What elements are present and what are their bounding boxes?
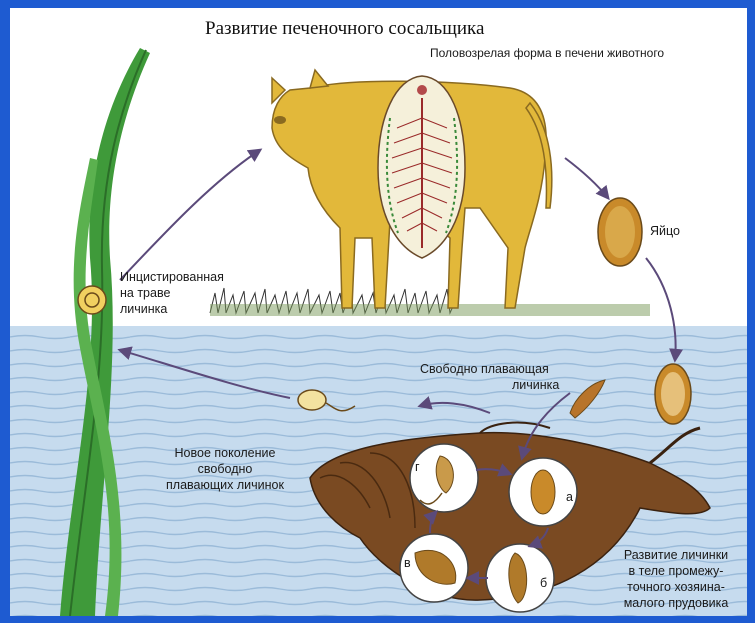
label-free-line1: Свободно плавающая xyxy=(420,362,549,377)
label-newgen-line3: плавающих личинок xyxy=(150,478,300,493)
egg-2 xyxy=(655,364,691,424)
diagram-canvas: Развитие печеночного сосальщика Половозр… xyxy=(10,8,747,616)
label-cyst-line2: на траве xyxy=(120,286,170,301)
label-newgen-line2: свободно xyxy=(150,462,300,477)
label-egg: Яйцо xyxy=(650,224,680,239)
diagram-title: Развитие печеночного сосальщика xyxy=(205,18,484,40)
label-snail-line4: малого прудовика xyxy=(610,596,742,611)
label-snail-line1: Развитие личинки xyxy=(610,548,742,563)
label-cyst-line1: Инцистированная xyxy=(120,270,224,285)
egg-1 xyxy=(598,198,642,266)
label-cyst-line3: личинка xyxy=(120,302,167,317)
encysted-larva xyxy=(78,286,106,314)
label-newgen-line1: Новое поколение xyxy=(150,446,300,461)
label-free-line2: личинка xyxy=(512,378,559,393)
arrow-grass-to-cow xyxy=(120,150,260,280)
label-snail-line3: точного хозяина- xyxy=(610,580,742,595)
label-snail-line2: в теле промежу- xyxy=(610,564,742,579)
stage-label-v: в xyxy=(404,556,411,571)
stage-label-a: а xyxy=(566,490,573,505)
stage-label-g: г xyxy=(415,460,420,475)
ground-grass xyxy=(210,288,650,316)
stage-circle-g xyxy=(410,444,478,512)
label-adult-form: Половозрелая форма в печени животного xyxy=(430,46,664,61)
stage-label-b: б xyxy=(540,576,547,591)
arrow-cow-to-egg xyxy=(565,158,608,198)
